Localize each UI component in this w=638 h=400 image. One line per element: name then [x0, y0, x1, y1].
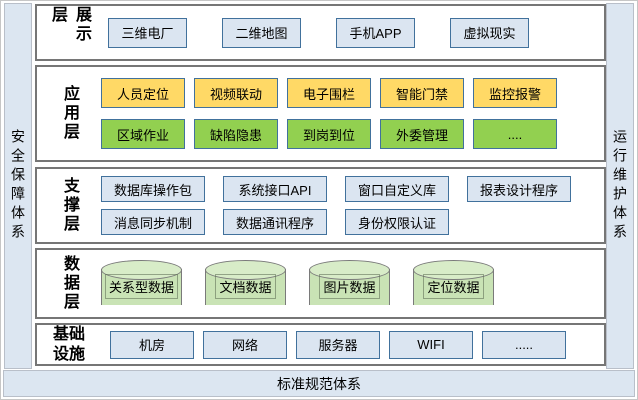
- cylinder-image-data-label: 图片数据: [319, 274, 380, 299]
- node-personnel-positioning: 人员定位: [101, 78, 185, 108]
- node-system-api: 系统接口API: [223, 176, 327, 202]
- cylinder-location-data-label: 定位数据: [423, 274, 484, 299]
- node-app-more: ....: [473, 119, 557, 149]
- left-pillar: 安全保障体系: [4, 3, 32, 369]
- node-outsourcing-mgmt: 外委管理: [380, 119, 464, 149]
- cylinder-location-data: 定位数据: [413, 259, 494, 314]
- node-defect-hazard: 缺陷隐患: [194, 119, 278, 149]
- layer-infrastructure: 基础设施 机房 网络 服务器 WIFI .....: [35, 323, 606, 366]
- node-video-linkage: 视频联动: [194, 78, 278, 108]
- layer-infrastructure-label-col: 基础设施: [37, 325, 101, 364]
- layer-support-label: 支撑层: [61, 177, 78, 234]
- layer-data-label-col: 数据层: [37, 250, 101, 317]
- node-on-duty: 到岗到位: [287, 119, 371, 149]
- left-pillar-label: 安全保障体系: [10, 129, 26, 243]
- node-data-comm: 数据通讯程序: [223, 209, 327, 235]
- right-pillar: 运行维护体系: [606, 3, 634, 369]
- node-identity-auth: 身份权限认证: [345, 209, 449, 235]
- layer-display-label: 展示层: [49, 6, 90, 44]
- layer-support-label-col: 支撑层: [37, 169, 101, 242]
- node-server: 服务器: [296, 330, 380, 359]
- cylinder-document-data: 文档数据: [205, 259, 286, 314]
- cylinder-relational-data-label: 关系型数据: [104, 274, 178, 299]
- layer-application-label: 应用层: [61, 85, 78, 142]
- node-report-design: 报表设计程序: [467, 176, 571, 202]
- data-row: 关系型数据 文档数据 图片数据 定位数据: [101, 259, 604, 314]
- layer-infrastructure-label: 基础设施: [52, 325, 85, 363]
- node-2d-map: 二维地图: [222, 17, 301, 48]
- layer-application-label-col: 应用层: [37, 67, 101, 160]
- bottom-pillar: 标准规范体系: [3, 370, 635, 397]
- right-pillar-label: 运行维护体系: [612, 129, 628, 243]
- node-smart-access: 智能门禁: [380, 78, 464, 108]
- node-3d-plant: 三维电厂: [108, 17, 187, 48]
- node-vr: 虚拟现实: [450, 17, 529, 48]
- display-row: 三维电厂 二维地图 手机APP 虚拟现实: [108, 17, 604, 48]
- layer-support: 支撑层 数据库操作包 系统接口API 窗口自定义库 报表设计程序 消息同步机制 …: [35, 167, 606, 244]
- layer-data: 数据层 关系型数据 文档数据 图片数据 定位数据: [35, 248, 606, 319]
- node-custom-window: 窗口自定义库: [345, 176, 449, 202]
- node-area-work: 区域作业: [101, 119, 185, 149]
- cylinder-document-data-label: 文档数据: [215, 274, 276, 299]
- layer-data-label: 数据层: [61, 255, 78, 312]
- node-machine-room: 机房: [110, 330, 194, 359]
- node-electronic-fence: 电子围栏: [287, 78, 371, 108]
- node-mobile-app: 手机APP: [336, 17, 415, 48]
- infrastructure-row: 机房 网络 服务器 WIFI .....: [110, 330, 604, 359]
- node-message-sync: 消息同步机制: [101, 209, 205, 235]
- cylinder-relational-data: 关系型数据: [101, 259, 182, 314]
- support-row-1: 数据库操作包 系统接口API 窗口自定义库 报表设计程序: [101, 176, 604, 202]
- node-wifi: WIFI: [389, 330, 473, 359]
- node-monitor-alarm: 监控报警: [473, 78, 557, 108]
- cylinder-image-data: 图片数据: [309, 259, 390, 314]
- layer-application: 应用层 人员定位 视频联动 电子围栏 智能门禁 监控报警 区域作业 缺陷隐患 到…: [35, 65, 606, 162]
- layer-display-label-col: 展示层: [37, 6, 101, 59]
- bottom-pillar-label: 标准规范体系: [277, 375, 361, 392]
- support-row-2: 消息同步机制 数据通讯程序 身份权限认证: [101, 209, 604, 235]
- node-db-package: 数据库操作包: [101, 176, 205, 202]
- application-row-2: 区域作业 缺陷隐患 到岗到位 外委管理 ....: [101, 119, 604, 149]
- application-row-1: 人员定位 视频联动 电子围栏 智能门禁 监控报警: [101, 78, 604, 108]
- node-infra-more: .....: [482, 330, 566, 359]
- layer-display: 展示层 三维电厂 二维地图 手机APP 虚拟现实: [35, 4, 606, 61]
- node-network: 网络: [203, 330, 287, 359]
